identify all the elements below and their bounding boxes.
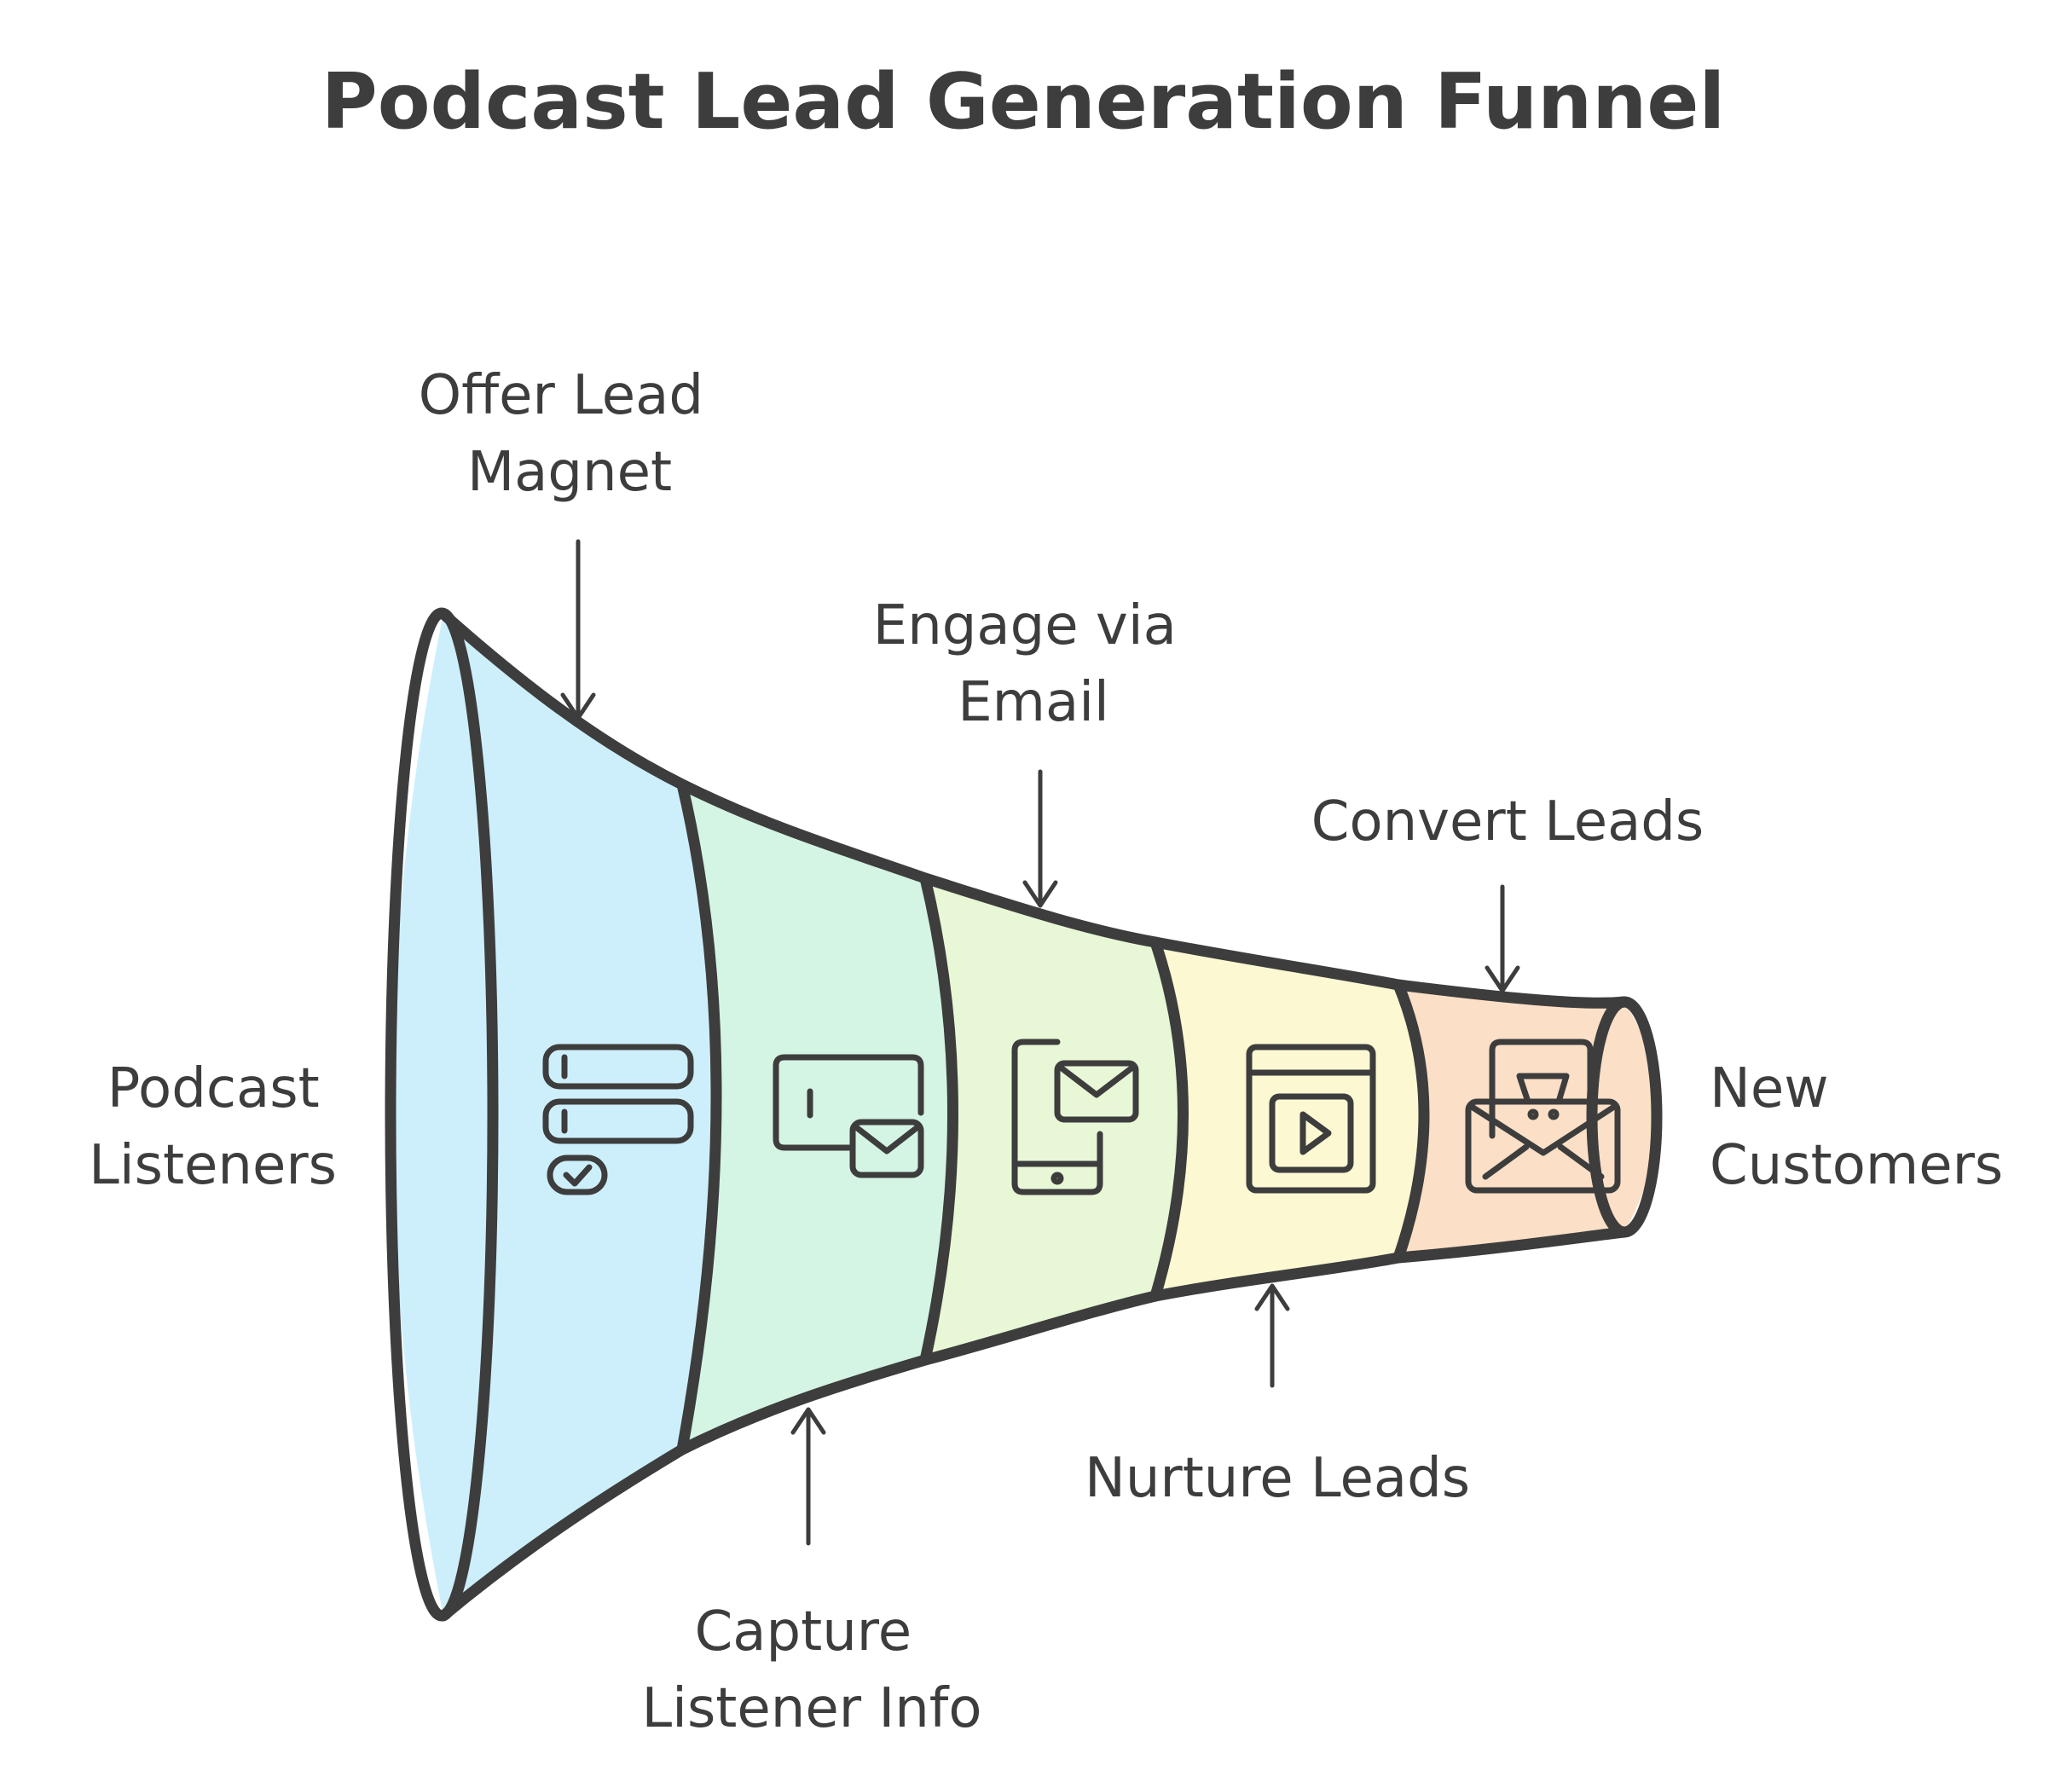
funnel-bottom-edge: [437, 1226, 1630, 1622]
arrow-offer-lead-magnet: [560, 539, 596, 720]
phone-mail-icon: [1011, 1039, 1139, 1195]
diagram-title: Podcast Lead Generation Funnel: [321, 57, 1725, 147]
label-engage-via-email: Engage via Email: [873, 594, 1194, 734]
funnel-top-edge: [437, 608, 1630, 1009]
label-podcast-listeners: Podcast Listeners: [89, 1057, 337, 1197]
arrow-capture-listener-info: [790, 1407, 826, 1546]
form-checklist-icon: [542, 1044, 694, 1195]
stage-fill-engage-via-email: [925, 878, 1184, 1360]
label-convert-leads: Convert Leads: [1311, 790, 1704, 854]
stage-fill-offer-lead-magnet: [392, 614, 716, 1616]
label-offer-lead-magnet: Offer Lead Magnet: [419, 364, 721, 504]
funnel-outline: [385, 607, 1663, 1622]
divider-1: [676, 778, 722, 1455]
arrow-engage-via-email: [1022, 769, 1058, 908]
stage-fill-capture-listener-info: [682, 784, 953, 1450]
label-nurture-leads: Nurture Leads: [1085, 1447, 1470, 1510]
funnel-mouth: [385, 607, 499, 1622]
video-content-icon: [1246, 1044, 1376, 1194]
arrow-nurture-leads: [1254, 1283, 1290, 1388]
screen-envelope-icon: [773, 1054, 924, 1178]
divider-3: [1149, 936, 1189, 1302]
divider-4: [1392, 979, 1430, 1264]
divider-2: [919, 872, 958, 1366]
stage-fill-nurture-leads: [1155, 942, 1424, 1296]
funnel-segments: [392, 614, 1658, 1616]
arrow-convert-leads: [1485, 884, 1520, 993]
email-cart-icon: [1465, 1039, 1621, 1194]
label-capture-listener-info: Capture Listener Info: [642, 1600, 982, 1740]
label-new-customers: New Customers: [1710, 1057, 2003, 1197]
